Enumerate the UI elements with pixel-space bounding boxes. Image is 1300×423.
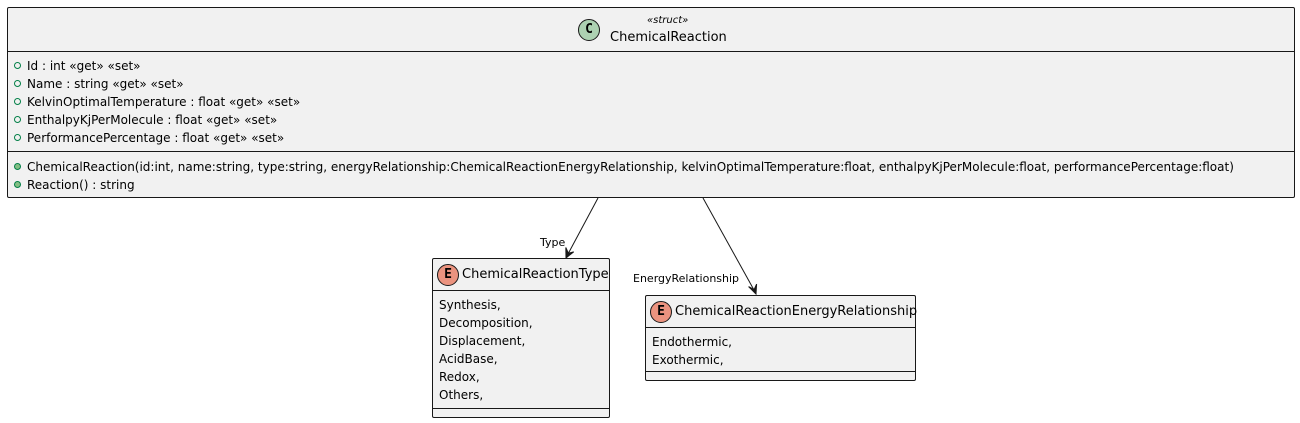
public-method-icon <box>14 181 21 188</box>
public-field-icon <box>14 62 21 69</box>
class-stereotype: «struct» <box>647 15 689 26</box>
field-row: EnthalpyKjPerMolecule : float «get» «set… <box>8 111 1294 129</box>
enum-value: Synthesis, <box>439 298 501 312</box>
field-row: KelvinOptimalTemperature : float «get» «… <box>8 93 1294 111</box>
chemical-reaction-type-enum[interactable]: E ChemicalReactionType Synthesis, Decomp… <box>432 258 610 418</box>
method-text: Reaction() : string <box>27 178 135 192</box>
enum-badge-icon: E <box>650 301 672 323</box>
public-field-icon <box>14 134 21 141</box>
enum-title: ChemicalReactionType <box>462 267 609 282</box>
enum-values: Endothermic, Exothermic, <box>646 328 915 372</box>
energy-association-line <box>702 197 755 291</box>
enum-methods <box>433 409 609 417</box>
enum-value: Decomposition, <box>439 316 533 330</box>
enum-value: Exothermic, <box>652 353 724 367</box>
enum-value: Others, <box>439 388 484 402</box>
type-arrowhead <box>565 247 575 260</box>
chemical-reaction-energy-relationship-enum[interactable]: E ChemicalReactionEnergyRelationship End… <box>645 295 918 381</box>
field-text: Id : int «get» «set» <box>27 59 141 73</box>
class-badge-icon: C <box>578 19 600 41</box>
field-row: PerformancePercentage : float «get» «set… <box>8 129 1294 147</box>
enum-header: E ChemicalReactionType <box>433 259 609 291</box>
public-field-icon <box>14 116 21 123</box>
enum-header: E ChemicalReactionEnergyRelationship <box>646 296 918 328</box>
enum-values: Synthesis, Decomposition, Displacement, … <box>433 291 609 409</box>
enum-badge-icon: E <box>437 264 459 286</box>
class-title: ChemicalReaction <box>610 30 727 45</box>
field-row: Id : int «get» «set» <box>8 57 1294 75</box>
type-association-label: Type <box>540 236 566 249</box>
method-row: ChemicalReaction(id:int, name:string, ty… <box>8 158 1294 176</box>
field-text: PerformancePercentage : float «get» «set… <box>27 131 285 145</box>
field-text: Name : string «get» «set» <box>27 77 184 91</box>
class-methods: ChemicalReaction(id:int, name:string, ty… <box>8 152 1294 199</box>
chemical-reaction-class[interactable]: C «struct» ChemicalReaction Id : int «ge… <box>7 7 1295 198</box>
enum-value: Endothermic, <box>652 335 732 349</box>
method-text: ChemicalReaction(id:int, name:string, ty… <box>27 160 1234 174</box>
enum-title: ChemicalReactionEnergyRelationship <box>675 304 918 319</box>
enum-value: Redox, <box>439 370 480 384</box>
field-text: EnthalpyKjPerMolecule : float «get» «set… <box>27 113 278 127</box>
public-method-icon <box>14 163 21 170</box>
enum-value: Displacement, <box>439 334 526 348</box>
field-row: Name : string «get» «set» <box>8 75 1294 93</box>
enum-value: AcidBase, <box>439 352 498 366</box>
method-row: Reaction() : string <box>8 176 1294 194</box>
public-field-icon <box>14 80 21 87</box>
energy-arrowhead <box>748 283 758 296</box>
field-text: KelvinOptimalTemperature : float «get» «… <box>27 95 301 109</box>
public-field-icon <box>14 98 21 105</box>
energy-association-label: EnergyRelationship <box>633 272 740 285</box>
class-header: C «struct» ChemicalReaction <box>8 8 1294 52</box>
type-association-line <box>567 197 599 255</box>
enum-methods <box>646 372 915 380</box>
class-fields: Id : int «get» «set» Name : string «get»… <box>8 52 1294 152</box>
